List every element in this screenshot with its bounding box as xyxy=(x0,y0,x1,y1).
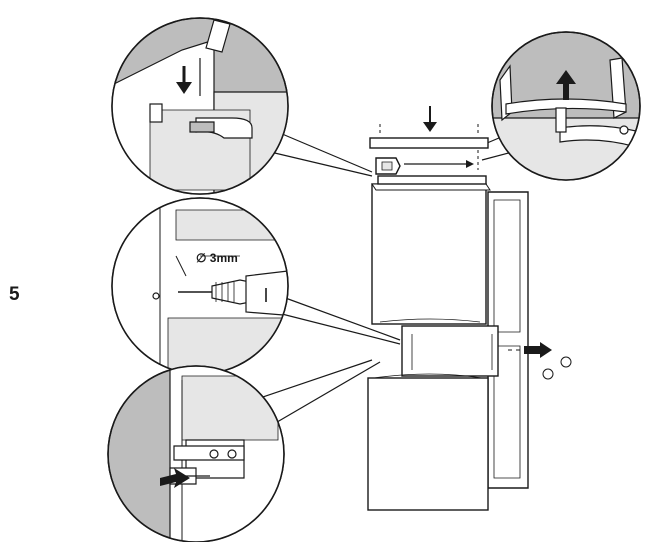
detail-top-right-cap xyxy=(491,31,641,181)
callout-lines xyxy=(247,127,521,433)
step-number: 5 xyxy=(9,284,20,305)
arrow-right-icon xyxy=(404,160,474,168)
detail-top-hinge xyxy=(111,17,289,195)
appliance-body xyxy=(367,137,529,511)
screw-icon xyxy=(508,349,572,380)
arrow-down-icon xyxy=(423,106,437,132)
dimension-label: ∅ 3mm xyxy=(196,251,238,265)
arrow-right-icon xyxy=(160,468,190,488)
arrow-up-icon xyxy=(556,70,576,100)
detail-drill: ∅ 3mm xyxy=(111,197,289,375)
detail-bottom-hinge xyxy=(107,365,285,542)
drill-icon xyxy=(178,269,288,317)
arrow-right-icon xyxy=(524,342,552,358)
guide-dashes xyxy=(379,124,479,170)
arrow-down-icon xyxy=(176,66,192,94)
